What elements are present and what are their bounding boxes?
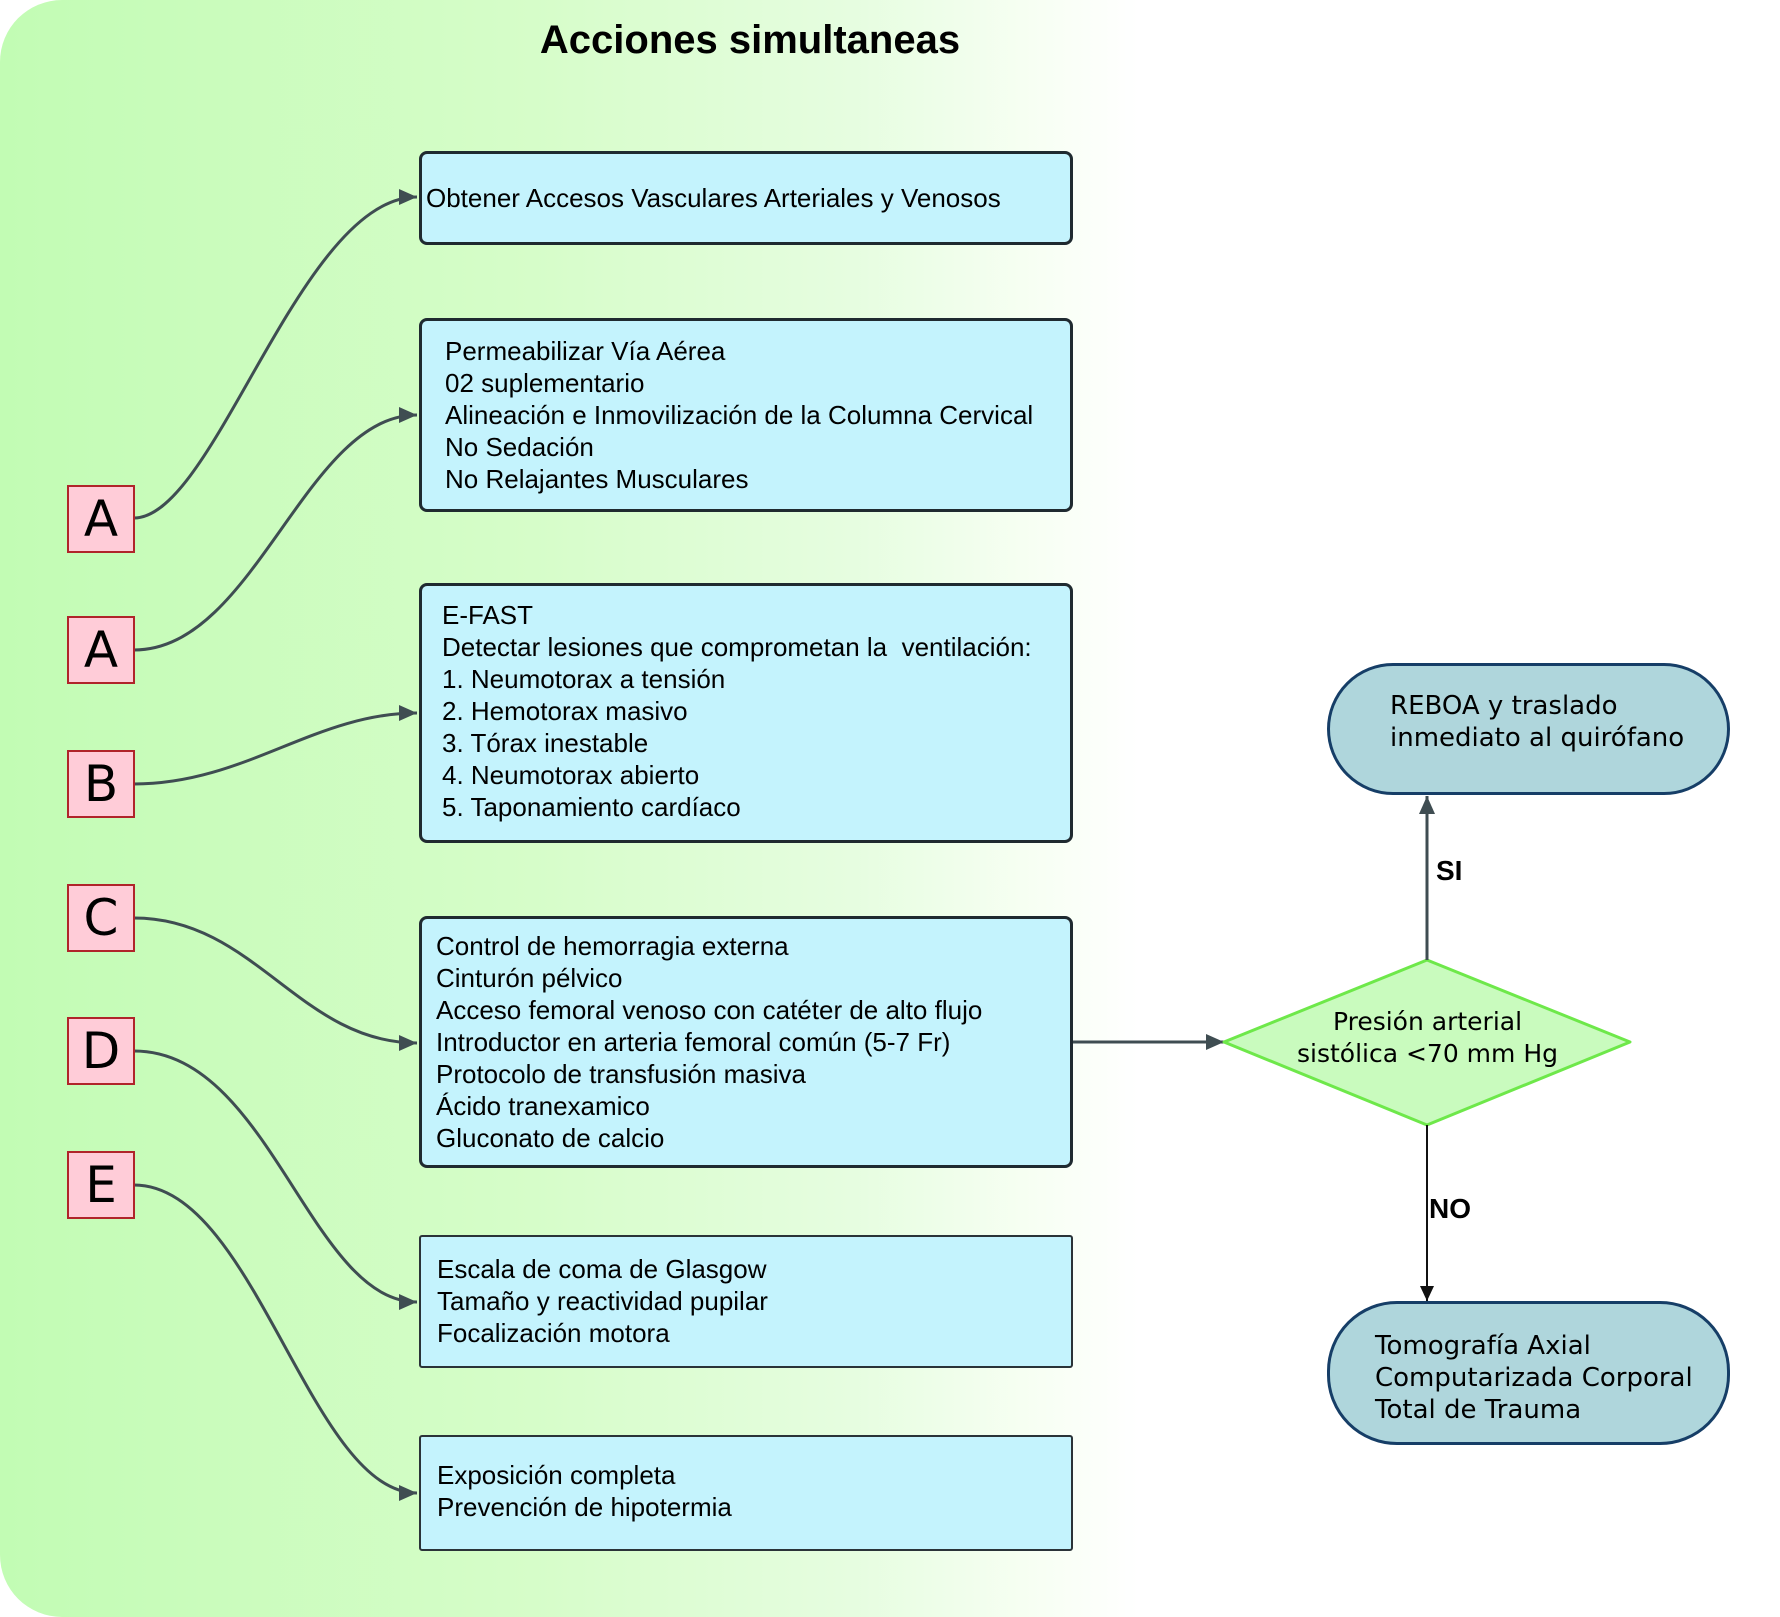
box-line: Acceso femoral venoso con catéter de alt… [436,995,983,1025]
pill-line: Tomografía Axial [1375,1331,1591,1361]
box-line: 3. Tórax inestable [442,728,649,758]
action-box-airway: Permeabilizar Vía Aérea 02 suplementario… [419,318,1073,512]
outcome-ct-scan: Tomografía Axial Computarizada Corporal … [1327,1301,1730,1445]
box-line: No Sedación [445,432,594,462]
box-line: Protocolo de transfusión masiva [436,1059,806,1089]
box-line: 4. Neumotorax abierto [442,760,700,790]
box-line: Alineación e Inmovilización de la Column… [445,400,1034,430]
box-line: Detectar lesiones que comprometan la ven… [442,632,1032,662]
box-line: Escala de coma de Glasgow [437,1254,767,1284]
box-line: Gluconato de calcio [436,1123,665,1153]
box-line: Introductor en arteria femoral común (5-… [436,1027,951,1057]
decision-no-label: NO [1429,1193,1471,1224]
box-line: 02 suplementario [445,368,645,398]
action-box-vascular-access: Obtener Accesos Vasculares Arteriales y … [419,151,1073,245]
outcome-reboa: REBOA y traslado inmediato al quirófano [1327,663,1730,795]
box-line: 2. Hemotorax masivo [442,696,688,726]
box-line: E-FAST [442,600,534,630]
action-box-hemorrhage-control: Control de hemorragia externa Cinturón p… [419,916,1073,1168]
box-line: Permeabilizar Vía Aérea [445,336,726,366]
decision-line: sistólica <70 mm Hg [1296,1039,1559,1068]
letter-box-b: B [67,750,135,818]
box-line: Exposición completa [437,1460,676,1490]
box-line: Obtener Accesos Vasculares Arteriales y … [426,183,1001,213]
letter-box-a-vascular: A [67,485,135,553]
decision-line: Presión arterial [1332,1007,1523,1036]
pill-line: REBOA y traslado [1390,691,1618,721]
decision-text: Presión arterial sistólica <70 mm Hg [1230,1006,1625,1070]
action-box-exposure: Exposición completa Prevención de hipote… [419,1435,1073,1551]
box-line: Cinturón pélvico [436,963,623,993]
box-line: Focalización motora [437,1318,670,1348]
pill-line: inmediato al quirófano [1390,723,1685,753]
box-line: No Relajantes Musculares [445,464,749,494]
pill-line: Computarizada Corporal [1375,1363,1693,1393]
box-line: Control de hemorragia externa [436,931,789,961]
letter-box-d: D [67,1017,135,1085]
letter-box-e: E [67,1151,135,1219]
diagram-title: Acciones simultaneas [539,18,961,62]
box-line: 5. Taponamiento cardíaco [442,792,741,822]
box-line: Ácido tranexamico [436,1091,650,1121]
letter-box-c: C [67,884,135,952]
decision-yes-label: SI [1436,855,1463,886]
box-line: 1. Neumotorax a tensión [442,664,726,694]
pill-line: Total de Trauma [1375,1395,1582,1425]
box-line: Prevención de hipotermia [437,1492,732,1522]
action-box-neurologic: Escala de coma de Glasgow Tamaño y react… [419,1235,1073,1368]
letter-box-a-airway: A [67,616,135,684]
action-box-efast: E-FAST Detectar lesiones que comprometan… [419,583,1073,843]
box-line: Tamaño y reactividad pupilar [437,1286,768,1316]
